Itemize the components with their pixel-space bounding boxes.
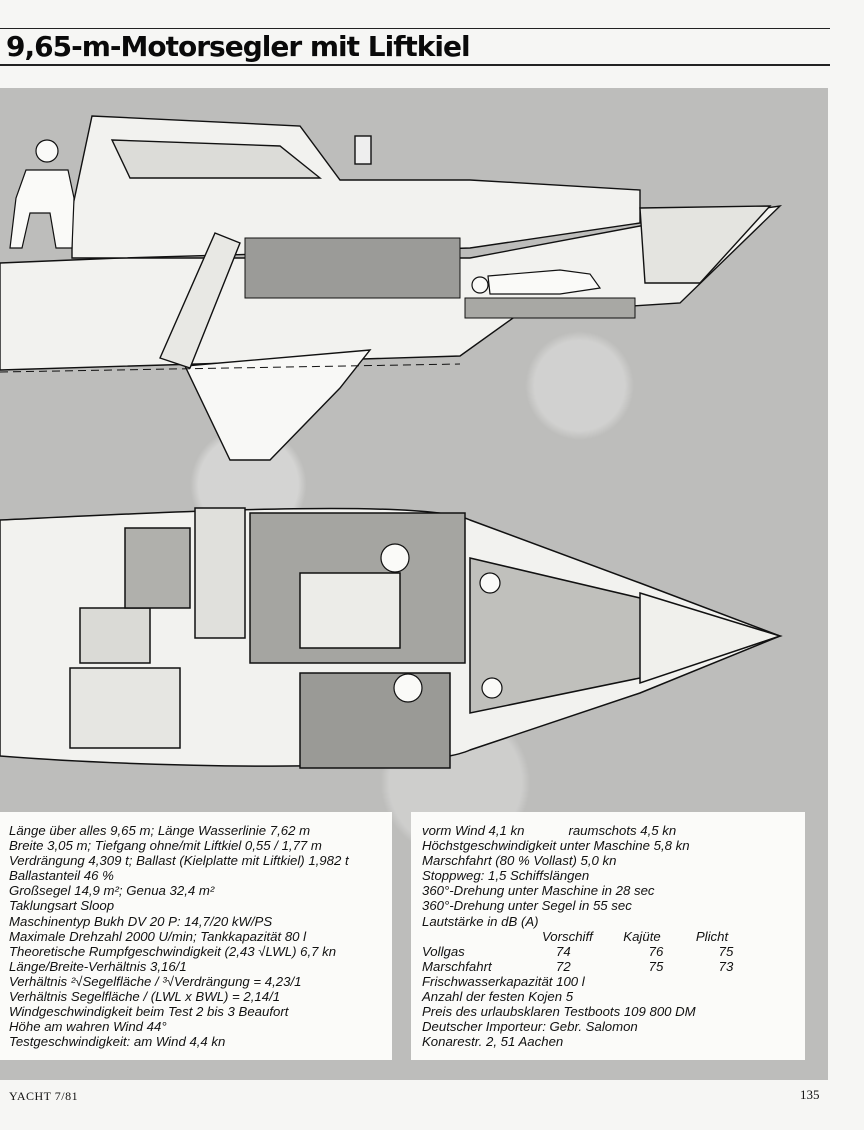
spec-line: Windgeschwindigkeit beim Test 2 bis 3 Be… (9, 1004, 289, 1020)
noise-header-cell: Vorschiff (542, 928, 593, 944)
sleeper-head (471, 276, 489, 294)
noise-cell: 74 (556, 943, 571, 959)
spec-line: Höchstgeschwindigkeit unter Maschine 5,8… (422, 838, 690, 854)
noise-table-header: Vorschiff Kajüte Plicht (422, 929, 805, 944)
side-profile-drawing (0, 115, 783, 461)
noise-cell: 75 (718, 943, 734, 959)
spec-line: Maschinentyp Bukh DV 20 P: 14,7/20 kW/PS (9, 913, 273, 929)
spec-line: Anzahl der festen Kojen 5 (422, 989, 574, 1005)
noise-cell: 75 (648, 958, 664, 974)
person-top-c (479, 572, 501, 594)
spec-line: 360°-Drehung unter Maschine in 28 sec (422, 883, 655, 899)
bow-anchor-locker (639, 591, 783, 685)
noise-header-cell (422, 929, 532, 944)
person-top-b (393, 673, 423, 703)
yacht-illustration (0, 115, 783, 769)
spec-line: Preis des urlaubsklaren Testboots 109 80… (422, 1004, 696, 1020)
spec-line: vorm Wind 4,1 kn raumschots 4,5 kn (422, 823, 677, 838)
spec-panel-right: vorm Wind 4,1 kn raumschots 4,5 kn Höchs… (411, 812, 805, 1060)
crew-plan (380, 543, 503, 703)
waterline (0, 363, 461, 373)
spec-line: Höhe am wahren Wind 44° (9, 1019, 167, 1035)
noise-header-cell: Kajüte (623, 928, 661, 944)
spec-line: Ballastanteil 46 % (9, 868, 114, 884)
spec-line: Verhältnis Segelfläche / (LWL x BWL) = 2… (9, 989, 281, 1005)
person-head (35, 139, 59, 163)
top-plan-drawing (0, 507, 783, 769)
noise-cell: 72 (556, 958, 571, 974)
magazine-issue: YACHT 7/81 (9, 1089, 79, 1103)
spec-line: Frischwasserkapazität 100 l (422, 973, 585, 989)
person-top-d (481, 677, 503, 699)
bow-locker (639, 205, 772, 284)
crew-side (9, 139, 602, 295)
noise-table-row: Marschfahrt 72 75 73 (422, 959, 805, 974)
spec-line: 360°-Drehung unter Segel in 55 sec (422, 898, 632, 914)
spec-line: Testgeschwindigkeit: am Wind 4,4 kn (9, 1034, 226, 1050)
keel-plate (183, 349, 372, 461)
chart-table (299, 672, 451, 769)
cockpit-floor (124, 527, 191, 609)
noise-cell: 73 (718, 958, 734, 974)
noise-cell: 76 (648, 943, 664, 959)
noise-header-cell: Plicht (695, 928, 729, 944)
spec-line: Länge über alles 9,65 m; Länge Wasserlin… (9, 823, 311, 838)
spec-line: Stoppweg: 1,5 Schiffslängen (422, 868, 590, 884)
spec-panel-left: Länge über alles 9,65 m; Länge Wasserlin… (0, 812, 392, 1060)
spec-line: Deutscher Importeur: Gebr. Salomon (422, 1019, 638, 1035)
spec-line: Theoretische Rumpfgeschwindigkeit (2,43 … (9, 943, 337, 959)
spec-line: Konarestr. 2, 51 Aachen (422, 1034, 564, 1050)
spec-line: Maximale Drehzahl 2000 U/min; Tankkapazi… (9, 928, 307, 944)
spec-line: Lautstärke in dB (A) (422, 913, 539, 929)
spec-line: Verdrängung 4,309 t; Ballast (Kielplatte… (9, 853, 349, 869)
heads-area (69, 667, 181, 749)
mast-post (354, 135, 372, 165)
page-title: 9,65-m-Motorsegler mit Liftkiel (6, 30, 471, 63)
title-underline (0, 64, 830, 66)
spec-line: Großsegel 14,9 m²; Genua 32,4 m² (9, 883, 215, 899)
sleeper-body (487, 269, 602, 295)
interior-forward (464, 297, 636, 319)
window (110, 139, 322, 179)
top-rule (0, 28, 830, 29)
person-top-a (380, 543, 410, 573)
spec-line: Länge/Breite-Verhältnis 3,16/1 (9, 958, 187, 974)
galley (194, 507, 246, 639)
saloon-table (299, 572, 401, 649)
spec-line: Marschfahrt (80 % Vollast) 5,0 kn (422, 853, 617, 869)
spec-line: Breite 3,05 m; Tiefgang ohne/mit Liftkie… (9, 838, 322, 854)
noise-cell: Marschfahrt (422, 958, 492, 974)
interior-saloon (244, 237, 461, 299)
noise-cell: Vollgas (422, 943, 465, 959)
page-number: 135 (800, 1087, 820, 1102)
person-body (9, 169, 75, 249)
rudder-arm (159, 232, 241, 369)
spec-line: Verhältnis ²√Segelfläche / ³√Verdrängung… (9, 973, 302, 989)
engine-box (79, 607, 151, 664)
spec-line: Taklungsart Sloop (9, 898, 115, 914)
noise-table-row: Vollgas 74 76 75 (422, 944, 805, 959)
